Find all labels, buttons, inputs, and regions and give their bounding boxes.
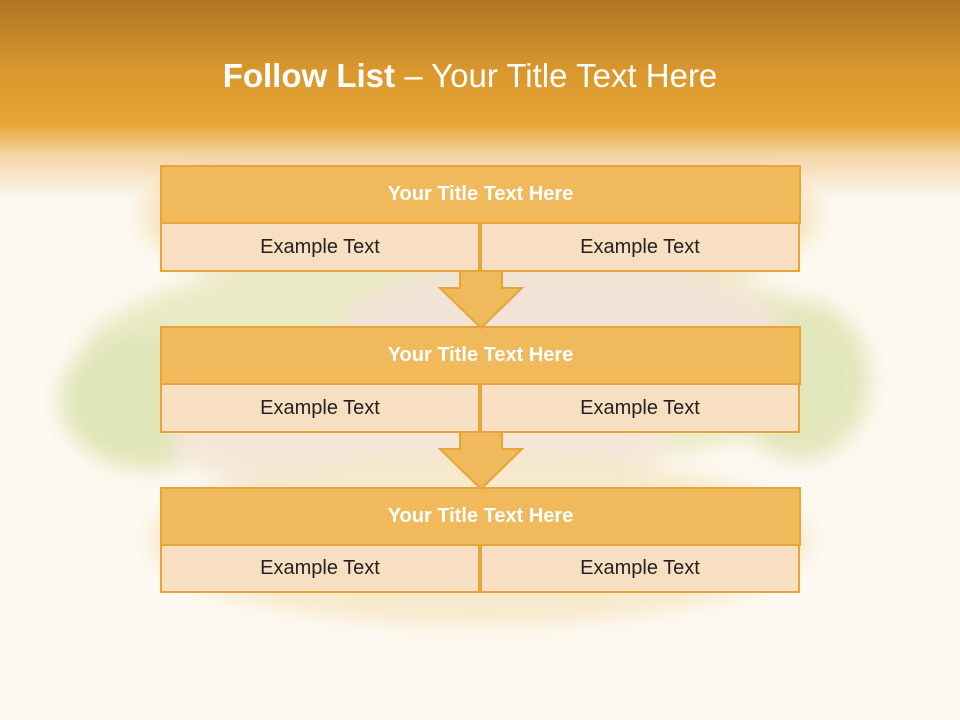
block-cell-left: Example Text: [160, 222, 480, 272]
down-arrow-icon: [438, 431, 524, 491]
block-title: Your Title Text Here: [160, 165, 801, 224]
block-cell-left: Example Text: [160, 544, 480, 593]
slide-title-bold: Follow List: [222, 57, 396, 94]
block-cell-right: Example Text: [480, 222, 800, 272]
down-arrow-icon: [438, 270, 524, 330]
block-title: Your Title Text Here: [160, 326, 801, 385]
follow-block-1: Your Title Text Here Example Text Exampl…: [160, 165, 801, 272]
block-cell-right: Example Text: [480, 544, 800, 593]
block-cell-left: Example Text: [160, 383, 480, 433]
follow-block-3: Your Title Text Here Example Text Exampl…: [160, 487, 801, 593]
block-title: Your Title Text Here: [160, 487, 801, 546]
block-cell-right: Example Text: [480, 383, 800, 433]
slide-title-rest: – Your Title Text Here: [395, 57, 718, 94]
slide-title: Follow List – Your Title Text Here: [0, 52, 940, 100]
follow-block-2: Your Title Text Here Example Text Exampl…: [160, 326, 801, 433]
